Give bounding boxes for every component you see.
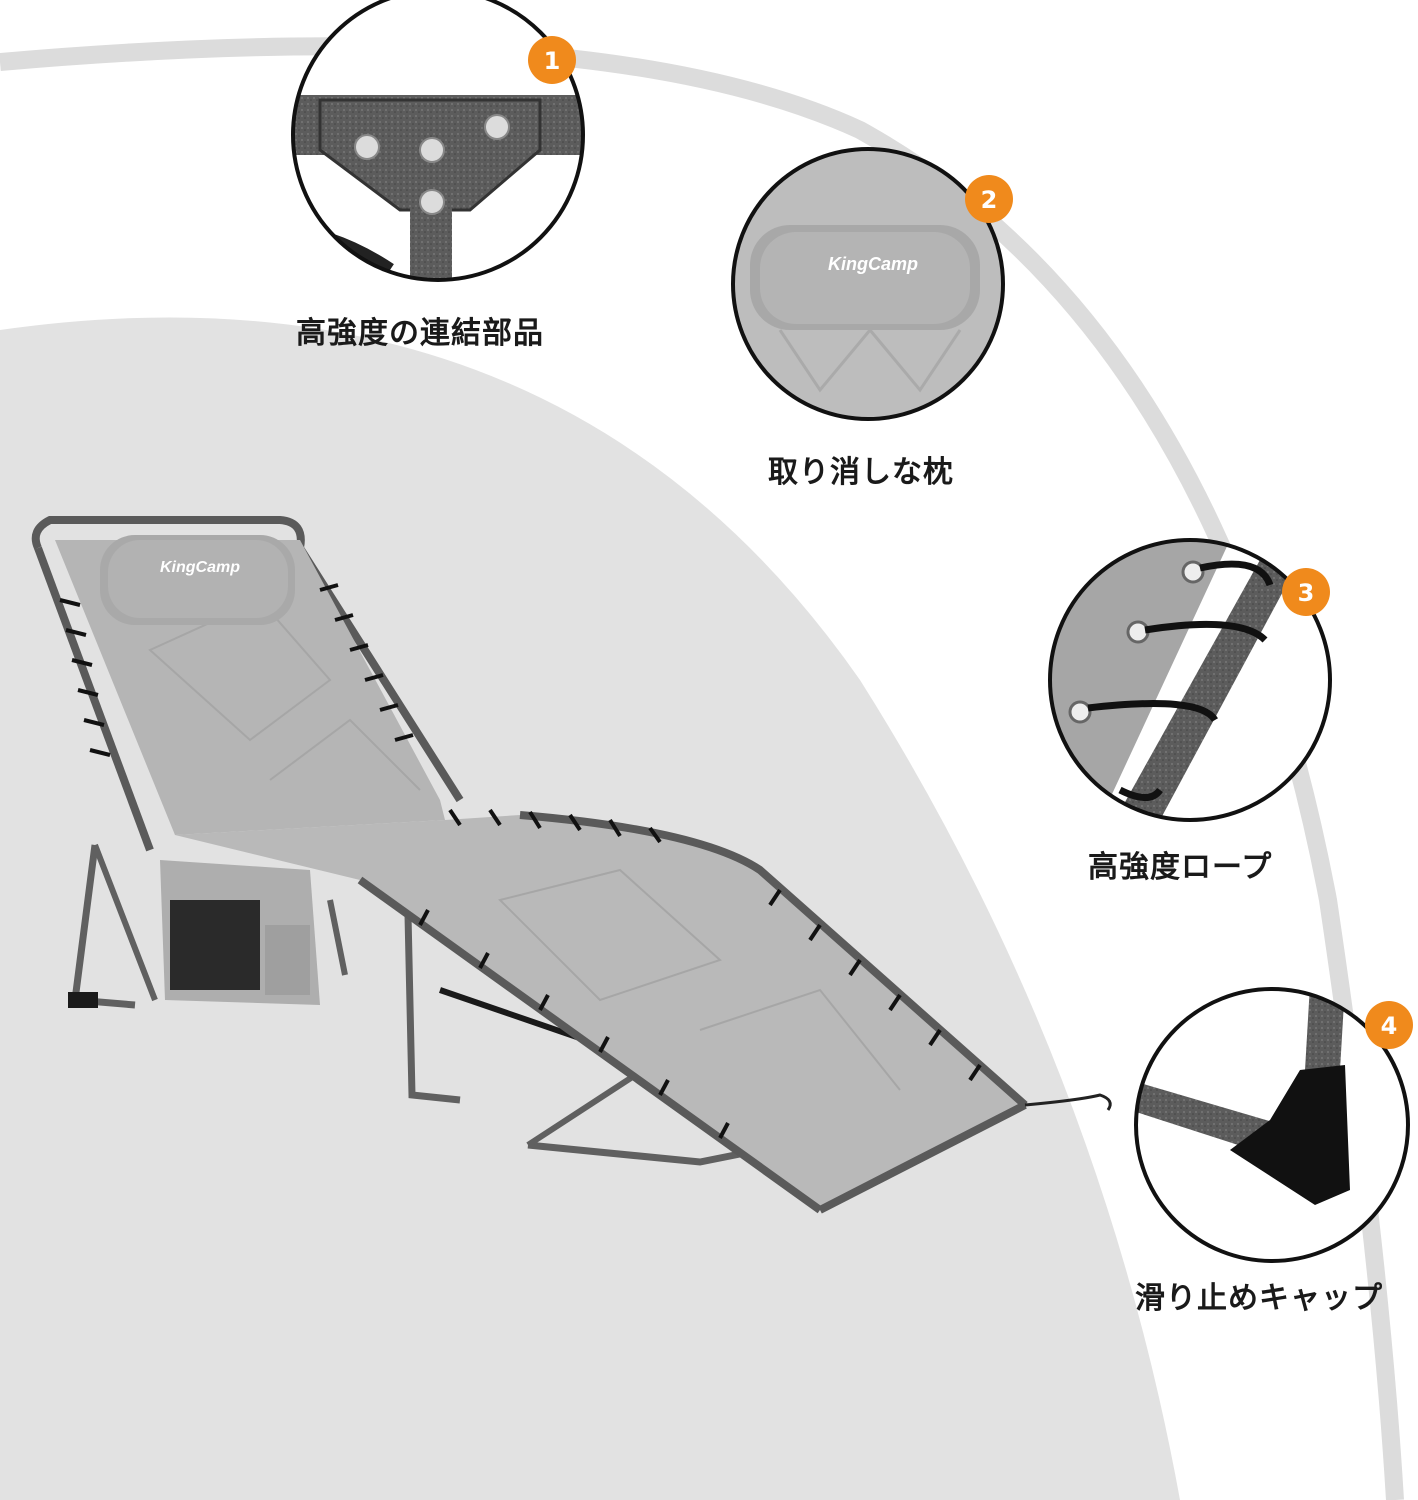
badge-3: 3 [1282, 568, 1330, 616]
detail-circle-foot-cap [1134, 987, 1410, 1263]
seat-fabric [175, 815, 1025, 1210]
detail-pillow-logo: KingCamp [828, 254, 918, 274]
badge-2: 2 [965, 175, 1013, 223]
badge-4: 4 [1365, 1001, 1413, 1049]
detail-circle-pillow: KingCamp [731, 147, 1005, 421]
svg-text:2: 2 [981, 186, 998, 214]
side-pocket [160, 860, 320, 1005]
svg-text:1: 1 [544, 47, 561, 75]
detail-circle-rope [1048, 538, 1332, 822]
feature-label-1: 高強度の連結部品 [296, 316, 544, 351]
svg-text:4: 4 [1381, 1012, 1398, 1040]
pillow-logo: KingCamp [160, 559, 240, 576]
feature-label-4: 滑り止めキャップ [1135, 1281, 1383, 1316]
feature-label-3: 高強度ロープ [1088, 850, 1273, 885]
svg-text:3: 3 [1298, 579, 1315, 607]
badge-1: 1 [528, 36, 576, 84]
bungee-cords [59, 583, 982, 1139]
headrest-pillow: KingCamp [100, 535, 295, 625]
lounger-chair: KingCamp [31, 516, 1112, 1214]
detail-circle-joint-plate [291, 0, 585, 282]
feature-label-2: 取り消しな枕 [768, 455, 954, 490]
